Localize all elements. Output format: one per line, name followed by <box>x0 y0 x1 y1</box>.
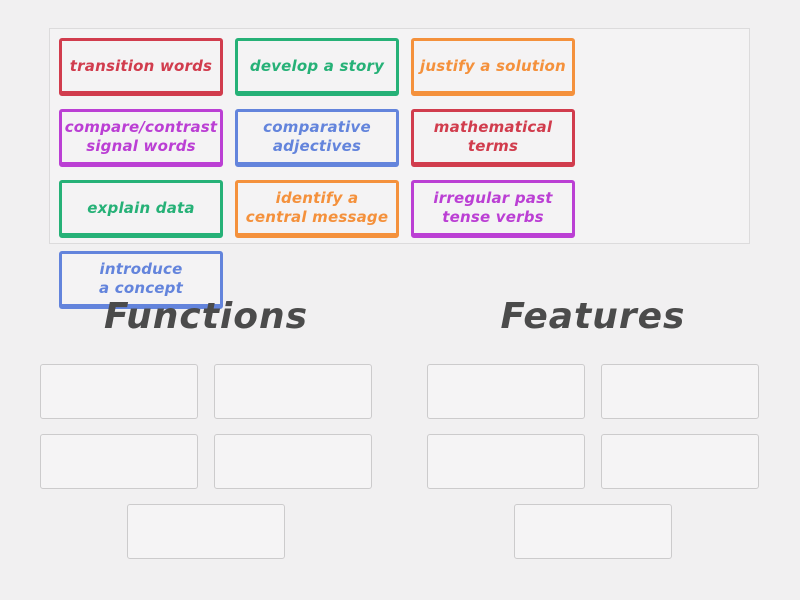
drop-slot[interactable] <box>214 434 372 489</box>
word-card[interactable]: introduce a concept <box>59 251 223 309</box>
group-title-functions: Functions <box>103 296 309 337</box>
group-features: Features <box>427 294 759 559</box>
drop-slot[interactable] <box>601 364 759 419</box>
drop-slot[interactable] <box>214 364 372 419</box>
card-tray: transition words develop a story justify… <box>49 28 750 309</box>
word-card[interactable]: irregular past tense verbs <box>411 180 575 238</box>
word-card[interactable]: transition words <box>59 38 223 96</box>
word-card[interactable]: comparative adjectives <box>235 109 399 167</box>
word-card[interactable]: develop a story <box>235 38 399 96</box>
drop-slot[interactable] <box>514 504 672 559</box>
slot-grid-functions <box>40 364 372 559</box>
drop-slot[interactable] <box>601 434 759 489</box>
slot-grid-features <box>427 364 759 559</box>
word-card[interactable]: identify a central message <box>235 180 399 238</box>
group-functions: Functions <box>40 294 372 559</box>
group-title-features: Features <box>500 296 686 337</box>
word-card[interactable]: justify a solution <box>411 38 575 96</box>
drop-slot[interactable] <box>40 364 198 419</box>
drop-slot[interactable] <box>40 434 198 489</box>
word-card[interactable]: mathematical terms <box>411 109 575 167</box>
word-card[interactable]: compare/contrast signal words <box>59 109 223 167</box>
drop-slot[interactable] <box>427 434 585 489</box>
drop-slot[interactable] <box>427 364 585 419</box>
drop-slot[interactable] <box>127 504 285 559</box>
word-card[interactable]: explain data <box>59 180 223 238</box>
